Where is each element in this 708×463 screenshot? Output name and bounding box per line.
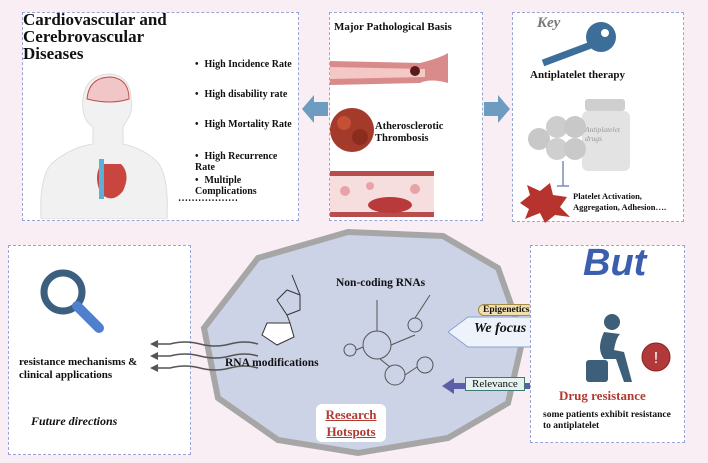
rna-modifications-label: RNA modifications [225, 357, 319, 369]
rna-secondary-structure [343, 295, 434, 386]
antiplatelet-therapy-label: Antiplatelet therapy [530, 69, 626, 81]
wavy-arrows [150, 340, 259, 372]
drug-resistance-label: Drug resistance [559, 388, 646, 403]
bullet-incidence: High Incidence Rate [195, 59, 292, 70]
thrombus-illustration [330, 108, 374, 152]
diseases-panel: Cardiovascular and Cerebrovascular Disea… [22, 10, 299, 221]
bullet-recurrence: High Recurrence Rate [195, 151, 298, 173]
platelet-activation-label: Platelet Activation, Aggregation, Adhesi… [573, 191, 667, 212]
thrombosis-label: Atherosclerotic Thrombosis [375, 121, 444, 144]
resistance-mechanisms-label: resistance mechanisms & clinical applica… [19, 356, 138, 381]
bottle-label: Antiplatelet drugs [585, 125, 620, 143]
pathology-panel: Major Pathological Basis Atherosclerotic… [329, 12, 483, 221]
inhibit-line [557, 161, 569, 187]
human-body-illustration [40, 73, 168, 219]
we-focus-label: We focus [474, 321, 527, 336]
bullet-complications: Multiple Complications [195, 175, 298, 197]
plaque-vessel-illustration [330, 171, 434, 217]
bullet-mortality: High Mortality Rate [195, 119, 292, 130]
pills-bottle-illustration [528, 99, 630, 171]
magnifier-icon [40, 269, 104, 333]
pathology-title: Major Pathological Basis [334, 21, 452, 33]
non-coding-rnas-label: Non-coding RNAs [336, 277, 426, 289]
resistance-description: some patients exhibit resistance to anti… [543, 410, 671, 431]
key-icon [541, 22, 616, 67]
relevance-label: Relevance [465, 377, 525, 391]
left-arrow-icon [302, 95, 328, 123]
worried-person-icon: ! [586, 314, 671, 382]
drug-resistance-panel: But ! Drug resistance some patients exhi… [530, 242, 685, 443]
nucleoside-structure [261, 274, 301, 346]
research-hotspots-label: Research Hotspots [316, 404, 386, 442]
but-label: But [583, 242, 647, 284]
future-directions-label: Future directions [31, 414, 118, 428]
diseases-title: Cardiovascular and Cerebrovascular Disea… [23, 10, 167, 63]
therapy-panel: Key Antiplatelet therapy Antiplatelet dr… [512, 12, 684, 223]
epigenetics-badge: Epigenetics [478, 304, 535, 316]
key-label: Key [537, 15, 561, 31]
right-arrow-icon [484, 95, 510, 123]
bullet-disability: High disability rate [195, 89, 288, 100]
blood-vessel-illustration [330, 53, 448, 85]
future-directions-panel: resistance mechanisms & clinical applica… [8, 245, 191, 455]
platelet-illustration [520, 183, 570, 223]
svg-text:!: ! [654, 350, 658, 367]
ellipsis: ……………… [178, 193, 238, 204]
